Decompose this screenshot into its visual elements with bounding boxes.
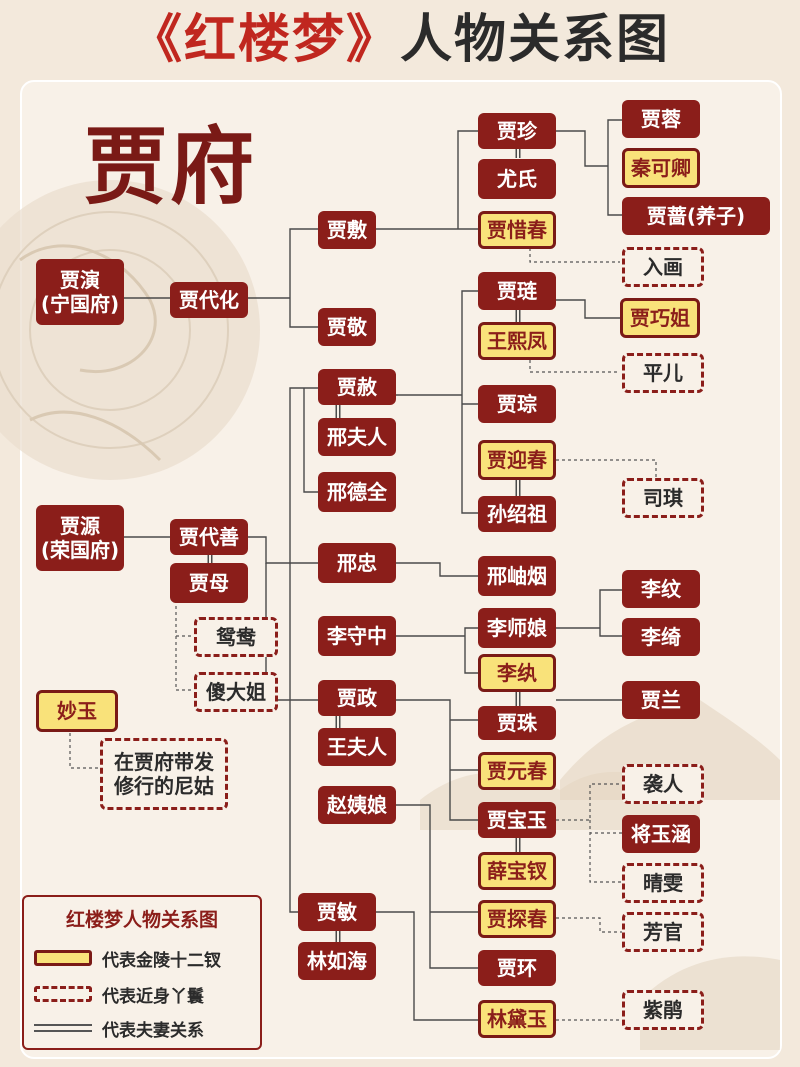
title-chart: 人物关系图: [400, 10, 671, 70]
person-jiang-yuhan: 将玉涵: [622, 815, 700, 853]
person-miao-yu: 妙玉: [36, 690, 118, 732]
person-wang-xifeng: 王熙凤: [478, 322, 556, 360]
legend-swatch-dashed: [34, 986, 92, 1002]
person-jia-daihua: 贾代化: [170, 282, 248, 318]
maid-si-qi: 司琪: [622, 478, 704, 518]
person-qin-keqing: 秦可卿: [622, 148, 700, 188]
person-xing-zhong: 邢忠: [318, 543, 396, 583]
miaoyu-note: 在贾府带发 修行的尼姑: [100, 738, 228, 810]
clan-heading: 贾府: [84, 117, 257, 216]
person-jia-lan: 贾兰: [622, 681, 700, 719]
person-you-shi: 尤氏: [478, 159, 556, 199]
person-li-wen: 李纹: [622, 570, 700, 608]
maid-ru-hua: 入画: [622, 247, 704, 287]
person-jia-daishan: 贾代善: [170, 519, 248, 555]
person-wang-furen: 王夫人: [318, 728, 396, 766]
person-li-qi: 李绮: [622, 618, 700, 656]
person-jia-qiang: 贾蔷(养子): [622, 197, 770, 235]
person-sun-shaozu: 孙绍祖: [478, 496, 556, 532]
legend-label-line: 代表夫妻关系: [102, 1020, 204, 1041]
person-jia-xichun: 贾惜春: [478, 211, 556, 249]
person-lin-ruhai: 林如海: [298, 942, 376, 980]
maid-sha-dajie: 傻大姐: [194, 672, 278, 712]
person-jia-min: 贾敏: [298, 893, 376, 931]
person-li-wan: 李纨: [478, 654, 556, 692]
person-jia-fu: 贾敷: [318, 211, 376, 249]
person-jia-yuan: 贾源 (荣国府): [36, 505, 124, 571]
legend-swatch-line: [34, 1024, 92, 1032]
person-jia-jing: 贾敬: [318, 308, 376, 346]
person-li-shiniang: 李师娘: [478, 608, 556, 648]
legend-label-dashed: 代表近身丫鬟: [102, 986, 204, 1007]
person-jia-tanchun: 贾探春: [478, 900, 556, 938]
title-book: 《红楼梦》: [129, 10, 400, 70]
legend-swatch-gold: [34, 950, 92, 966]
person-jia-zhen: 贾珍: [478, 113, 556, 149]
person-jia-qiaojie: 贾巧姐: [620, 298, 700, 338]
legend-title: 红楼梦人物关系图: [65, 909, 218, 931]
legend-label-gold: 代表金陵十二钗: [102, 950, 221, 971]
maid-yuan-yang: 鸳鸯: [194, 617, 278, 657]
person-xing-xiuyan: 邢岫烟: [478, 556, 556, 596]
person-jia-zhu: 贾珠: [478, 706, 556, 740]
person-jia-yuanchun: 贾元春: [478, 752, 556, 790]
person-jia-huan: 贾环: [478, 950, 556, 986]
person-jia-cong: 贾琮: [478, 385, 556, 423]
person-jia-yingchun: 贾迎春: [478, 440, 556, 480]
person-jia-she: 贾赦: [318, 369, 396, 405]
person-xing-furen: 邢夫人: [318, 418, 396, 456]
person-lin-daiyu: 林黛玉: [478, 1000, 556, 1038]
maid-qing-wen: 晴雯: [622, 863, 704, 903]
legend-item-line: 代表夫妻关系: [34, 1015, 204, 1041]
maid-xi-ren: 袭人: [622, 764, 704, 804]
person-jia-zheng: 贾政: [318, 680, 396, 716]
person-jia-yan: 贾演 (宁国府): [36, 259, 124, 325]
maid-ping-er: 平儿: [622, 353, 704, 393]
page-title: 《红楼梦》人物关系图: [0, 0, 800, 80]
person-jia-baoyu: 贾宝玉: [478, 802, 556, 838]
legend-item-gold: 代表金陵十二钗: [34, 945, 221, 971]
person-zhao-yiniang: 赵姨娘: [318, 786, 396, 824]
legend: 红楼梦人物关系图 代表金陵十二钗 代表近身丫鬟 代表夫妻关系: [22, 895, 262, 1050]
person-li-shouzhong: 李守中: [318, 616, 396, 656]
person-jia-rong: 贾蓉: [622, 100, 700, 138]
person-jia-mu: 贾母: [170, 563, 248, 603]
legend-item-dashed: 代表近身丫鬟: [34, 981, 204, 1007]
maid-fang-guan: 芳官: [622, 912, 704, 952]
maid-zi-juan: 紫鹃: [622, 990, 704, 1030]
person-xing-dequan: 邢德全: [318, 472, 396, 512]
person-jia-lian: 贾琏: [478, 272, 556, 310]
person-xue-baochai: 薛宝钗: [478, 852, 556, 890]
